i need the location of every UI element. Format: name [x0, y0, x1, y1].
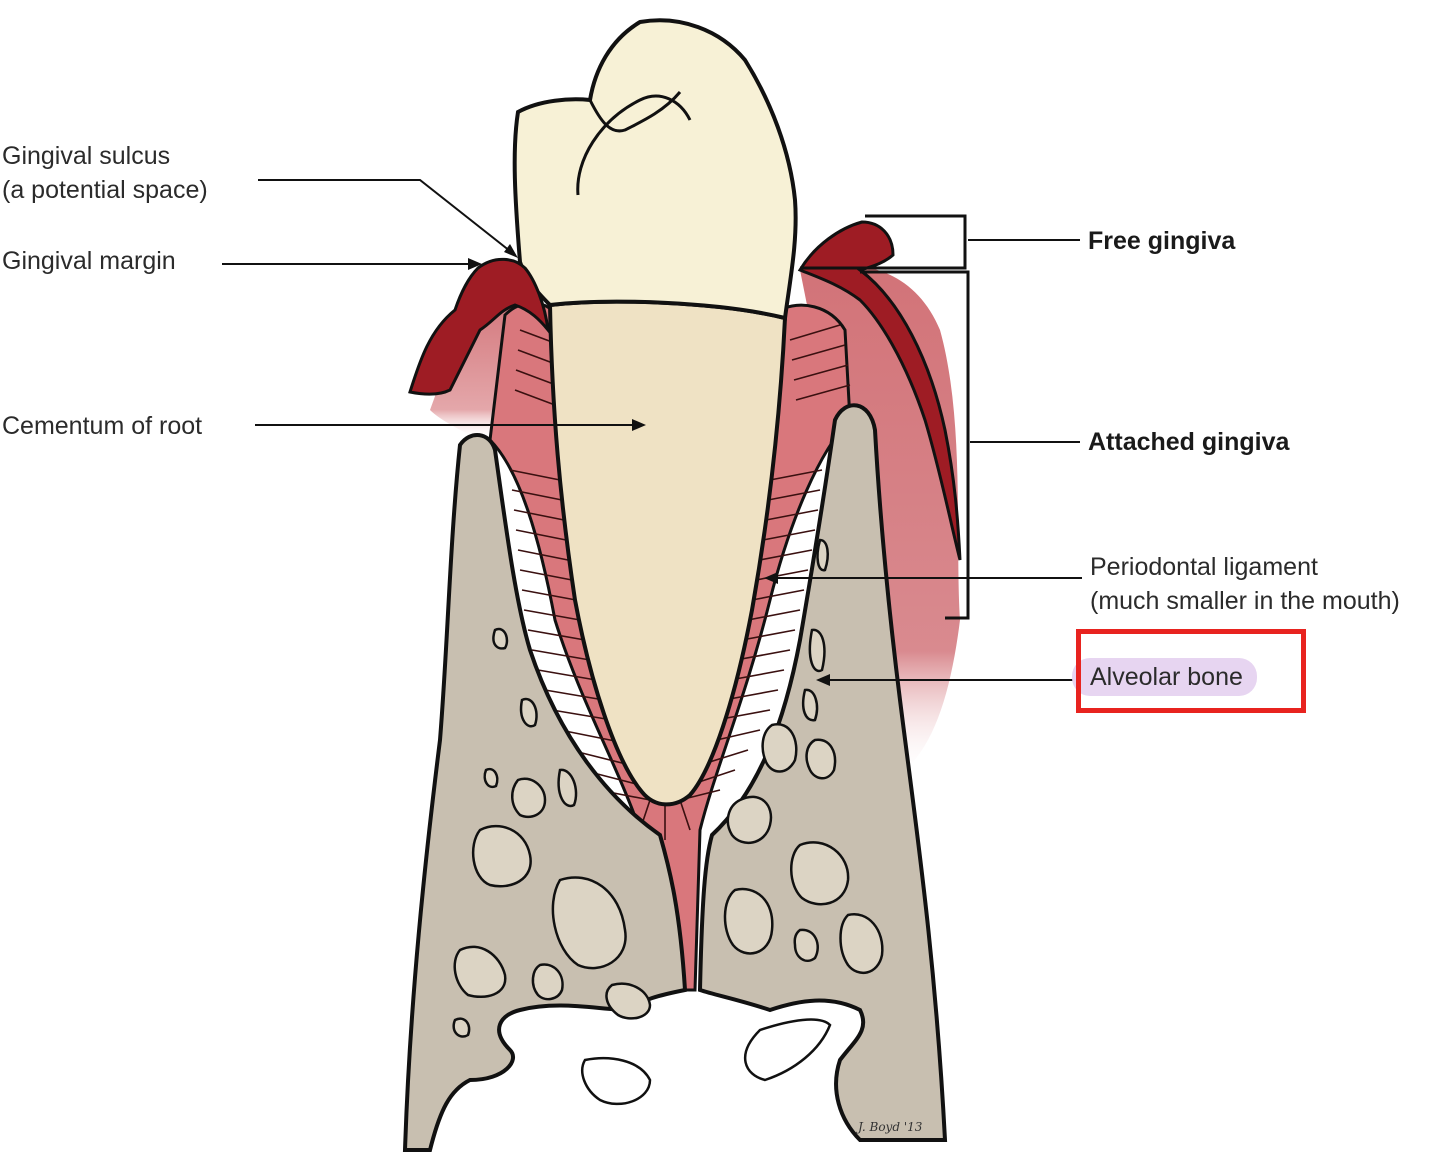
label-alveolar-bone: Alveolar bone [1072, 658, 1257, 696]
arrowhead-pdl [764, 572, 778, 584]
free-gingiva-right [797, 220, 962, 561]
artist-signature: J. Boyd '13 [858, 1120, 923, 1134]
label-gingival-sulcus: Gingival sulcus [2, 142, 171, 170]
label-gingival-margin: Gingival margin [2, 247, 176, 275]
label-gingival-sulcus-note: (a potential space) [2, 176, 208, 204]
periodontal-fibers [509, 324, 851, 840]
label-cementum-of-root: Cementum of root [2, 412, 203, 440]
highlight-box [1076, 629, 1306, 713]
arrowhead-sulcus [504, 244, 518, 258]
label-attached-gingiva: Attached gingiva [1088, 428, 1290, 456]
arrowhead-cementum [632, 419, 646, 431]
tooth-crown-enamel [512, 18, 798, 321]
label-periodontal-ligament: Periodontal ligament [1090, 553, 1318, 581]
arrowhead-margin [468, 258, 482, 270]
label-periodontal-ligament-note: (much smaller in the mouth) [1090, 587, 1400, 615]
gingiva-brackets [800, 214, 970, 620]
leader-lines [222, 179, 1082, 681]
tooth-root-cementum [547, 299, 788, 807]
crown-cusp-line [576, 91, 692, 196]
free-gingiva-left [408, 257, 551, 396]
leader-gingival-sulcus [258, 179, 516, 256]
arrowhead-alveolar [816, 674, 830, 686]
label-free-gingiva: Free gingiva [1088, 227, 1236, 255]
marrow-spaces [452, 538, 884, 1106]
arrowheads [468, 244, 830, 686]
